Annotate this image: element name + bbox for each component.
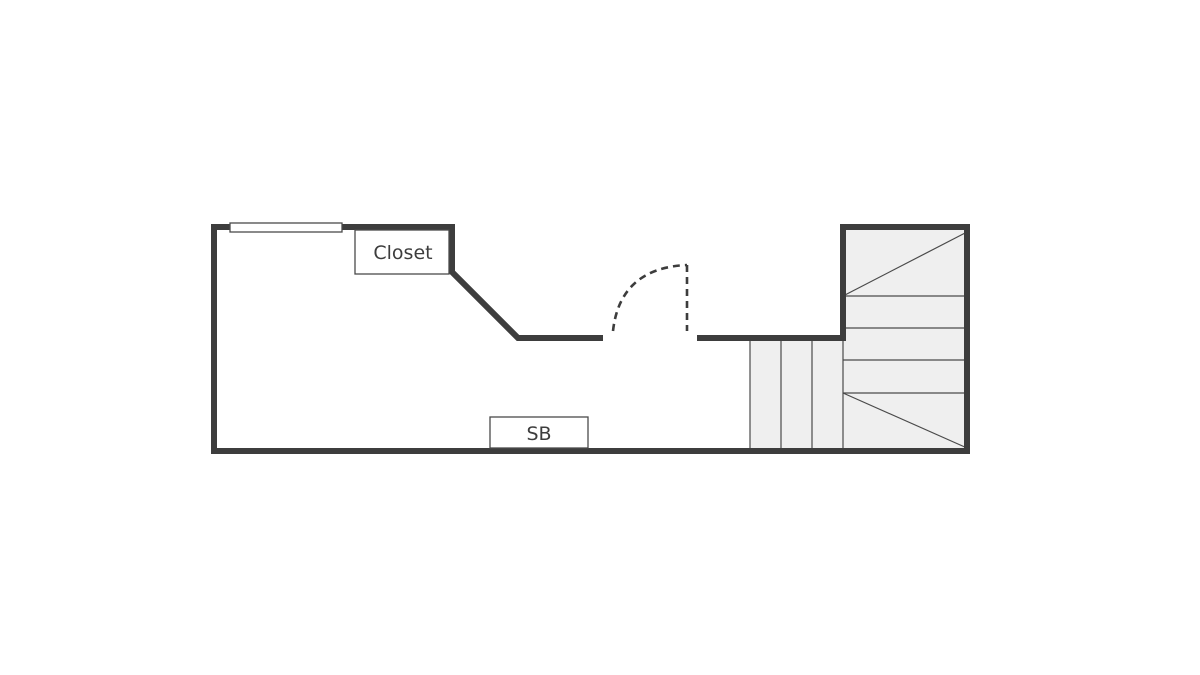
stair-upper-fill: [843, 229, 967, 450]
closet-label: Closet: [373, 242, 432, 264]
staircase: [749, 229, 968, 450]
shoe-box-label: SB: [526, 423, 551, 445]
window: [229, 222, 343, 233]
closet-box: [354, 229, 450, 275]
door: [611, 263, 689, 332]
left-room-wall: [211, 224, 970, 454]
shoe-box-rect: [489, 416, 589, 449]
stair-winder-line-bottom: [842, 392, 968, 449]
door-swing-arc: [611, 263, 688, 332]
stair-winder-line-top: [842, 231, 968, 297]
closet: Closet: [354, 229, 450, 275]
stair-lower-fill: [750, 339, 843, 450]
shoe-box: SB: [489, 416, 589, 449]
